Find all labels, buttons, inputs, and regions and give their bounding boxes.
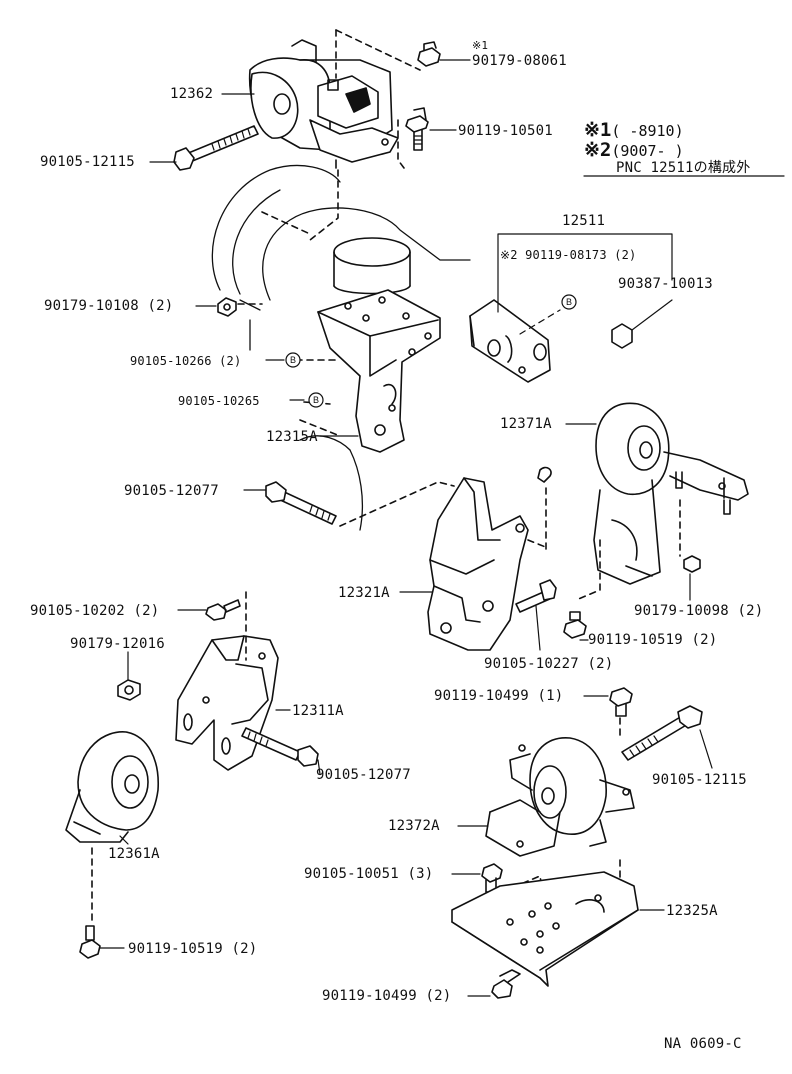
label-12315A: 12315A	[266, 429, 318, 445]
note-1: ※1( -8910)	[584, 119, 684, 141]
nut-90179-10108	[217, 297, 237, 317]
bolt-90105-12115-low	[621, 705, 703, 761]
leader-lines	[99, 59, 785, 997]
part-12311A-bracket	[175, 635, 279, 771]
nut-90179-10098	[683, 555, 701, 573]
marker-b-group	[285, 294, 577, 408]
note-1-text: ( -8910)	[611, 122, 684, 140]
bolt-90105-10227	[515, 579, 557, 613]
label-12372A: 12372A	[388, 818, 440, 834]
part-12325A-plate	[451, 871, 639, 987]
part-12362-mount	[248, 39, 399, 169]
leaders-12511	[497, 233, 673, 335]
bolt-90119-10499-2	[491, 969, 521, 999]
dashed-leaders-top	[309, 29, 421, 241]
part-12372A-mount	[485, 737, 635, 857]
bolt-90119-10499-1	[609, 687, 633, 717]
label-90179-10098: 90179-10098 (2)	[634, 603, 764, 619]
note-1-mark: ※1	[584, 119, 612, 141]
label-90119-10519-left: 90119-10519 (2)	[128, 941, 258, 957]
label-90105-10265: 90105-10265	[178, 394, 260, 408]
part-12511-bracket	[469, 299, 551, 383]
marker-b: B	[313, 395, 319, 405]
note-star-1-top: ※1	[472, 39, 489, 52]
bolt-90105-10202	[205, 599, 241, 621]
washer-90179-12016	[117, 679, 141, 701]
note-pnc: PNC 12511の構成外	[616, 160, 751, 176]
bolt-90119-10519-left	[79, 925, 101, 959]
label-90105-12077-low: 90105-12077	[316, 767, 411, 783]
label-90105-12077-mid: 90105-12077	[124, 483, 219, 499]
label-90387-10013: 90387-10013	[618, 276, 713, 292]
label-90105-12115-top: 90105-12115	[40, 154, 135, 170]
label-12321A: 12321A	[338, 585, 390, 601]
bolt-90119-10501	[405, 107, 429, 151]
note-2: ※2(9007- )	[584, 139, 684, 161]
label-90105-12115-low: 90105-12115	[652, 772, 747, 788]
label-90119-10501: 90119-10501	[458, 123, 553, 139]
part-12371A-mount	[593, 402, 749, 585]
label-90179-10108: 90179-10108 (2)	[44, 298, 174, 314]
part-12361A-mount	[65, 731, 159, 843]
note-2-mark: ※2	[584, 139, 612, 161]
label-90105-10202: 90105-10202 (2)	[30, 603, 160, 619]
bolt-90179-08061	[417, 41, 441, 67]
note-2-text: (9007- )	[611, 142, 684, 160]
label-90119-10519-right: 90119-10519 (2)	[588, 632, 718, 648]
label-12511: 12511	[562, 213, 606, 229]
dashed-leaders-12371A	[575, 499, 681, 601]
transmission-outline	[211, 164, 471, 531]
label-90119-08173: ※2 90119-08173 (2)	[500, 248, 637, 262]
part-12315A-bracket	[317, 289, 441, 453]
label-90179-12016: 90179-12016	[70, 636, 165, 652]
label-12361A: 12361A	[108, 846, 160, 862]
cylinder-part	[333, 237, 411, 295]
bolt-90105-12115-top	[173, 125, 259, 171]
label-90119-10499-1: 90119-10499 (1)	[434, 688, 564, 704]
bolt-90105-12077-low	[241, 727, 319, 767]
label-12371A: 12371A	[500, 416, 552, 432]
label-12325A: 12325A	[666, 903, 718, 919]
diagram-reference-code: NA 0609-C	[664, 1036, 742, 1052]
bolt-90119-10519-right	[563, 611, 587, 639]
label-90105-10227: 90105-10227 (2)	[484, 656, 614, 672]
label-12362: 12362	[170, 86, 214, 102]
dashed-leaders-12321A	[339, 481, 549, 551]
marker-b-letters: B B B	[290, 297, 572, 405]
marker-b: B	[290, 355, 296, 365]
label-90105-10051: 90105-10051 (3)	[304, 866, 434, 882]
nut-90387-10013	[611, 323, 633, 349]
bolt-90105-12077-mid	[265, 481, 337, 525]
marker-b: B	[566, 297, 572, 307]
part-12321A-bracket	[427, 466, 552, 651]
label-90105-10266: 90105-10266 (2)	[130, 354, 242, 368]
label-12311A: 12311A	[292, 703, 344, 719]
label-90119-10499-2: 90119-10499 (2)	[322, 988, 452, 1004]
label-90179-08061: 90179-08061	[472, 53, 567, 69]
